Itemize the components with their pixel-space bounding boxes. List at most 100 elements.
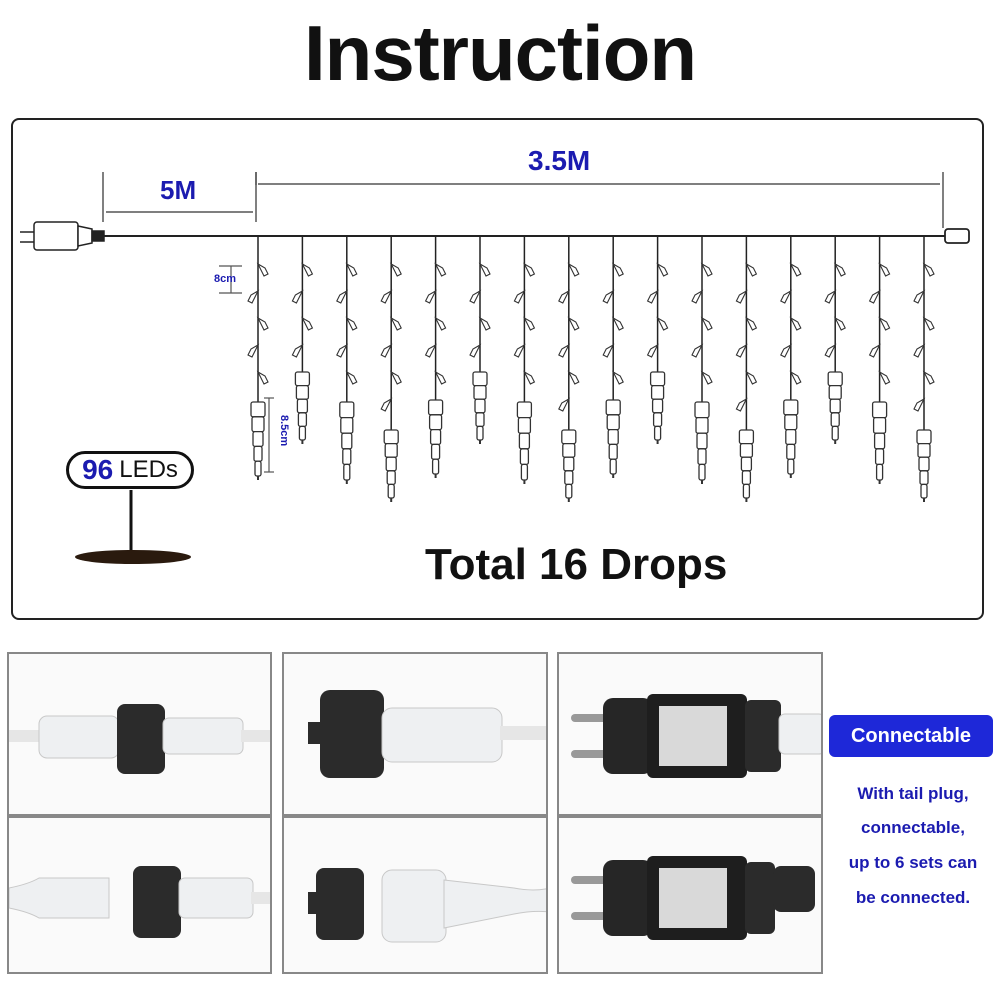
led bbox=[256, 316, 269, 331]
eu-plug-adapter-icon bbox=[571, 694, 821, 778]
icicle-segment bbox=[254, 460, 262, 477]
icicle-segment bbox=[520, 463, 529, 481]
drop bbox=[913, 236, 935, 502]
led bbox=[700, 370, 713, 385]
icicle-length-label: 8.5cm bbox=[278, 415, 290, 447]
led bbox=[913, 289, 926, 304]
led bbox=[345, 262, 358, 277]
icicle-segment bbox=[696, 432, 708, 450]
led bbox=[913, 343, 926, 358]
led-count-badge: 96 LEDs bbox=[66, 451, 194, 489]
icicle-segment bbox=[786, 443, 796, 460]
connectable-note-line-1: With tail plug, bbox=[857, 784, 969, 803]
icicle-segment bbox=[608, 443, 618, 460]
icicle-segment bbox=[740, 456, 753, 472]
led bbox=[656, 262, 669, 277]
led bbox=[646, 343, 659, 358]
icicle-segment bbox=[340, 416, 354, 434]
icicle-segment bbox=[383, 429, 399, 445]
connectable-badge: Connectable bbox=[829, 715, 993, 757]
drop bbox=[513, 236, 536, 484]
photo-connector-joined bbox=[7, 652, 272, 816]
icicle-segment bbox=[916, 429, 932, 445]
icicle-segment bbox=[384, 442, 398, 458]
led bbox=[789, 370, 802, 385]
led bbox=[336, 289, 349, 304]
led bbox=[247, 289, 260, 304]
diagram-frame bbox=[11, 118, 984, 620]
led bbox=[833, 316, 846, 331]
icicle-segment bbox=[783, 399, 799, 416]
drop bbox=[602, 236, 624, 478]
icicle-segment bbox=[386, 470, 396, 486]
icicle-segment bbox=[251, 416, 265, 433]
icicle-segment bbox=[605, 399, 621, 416]
icicle-segment bbox=[650, 384, 665, 400]
led bbox=[469, 343, 482, 358]
led bbox=[523, 370, 536, 385]
led bbox=[789, 262, 802, 277]
led bbox=[469, 289, 482, 304]
icicle-segment bbox=[565, 483, 573, 499]
drops bbox=[247, 236, 935, 502]
photo-eu-plug-adapter bbox=[557, 652, 823, 816]
led bbox=[567, 316, 580, 331]
drop bbox=[735, 236, 758, 502]
led bbox=[513, 289, 526, 304]
led bbox=[656, 316, 669, 331]
icicle-segment bbox=[698, 463, 706, 481]
led bbox=[389, 316, 402, 331]
led bbox=[735, 289, 748, 304]
led bbox=[611, 262, 624, 277]
icicle-segment bbox=[298, 425, 307, 441]
led bbox=[336, 343, 349, 358]
led bbox=[602, 343, 615, 358]
icicle-segment bbox=[339, 401, 355, 419]
drop bbox=[868, 236, 891, 484]
icicle-segment bbox=[517, 416, 532, 434]
icicle-segment bbox=[606, 414, 620, 431]
led bbox=[700, 262, 713, 277]
icicle-segment bbox=[787, 458, 795, 475]
led bbox=[878, 316, 891, 331]
connectable-note-line-2: connectable, bbox=[861, 818, 965, 837]
photo-eu-plug-adapter-with-cap bbox=[557, 816, 823, 974]
led bbox=[434, 370, 447, 385]
led bbox=[247, 343, 260, 358]
spacing-marker bbox=[219, 265, 242, 294]
icicle-diagram bbox=[20, 172, 970, 564]
icicle-segment bbox=[830, 412, 840, 428]
icicle-segment bbox=[387, 483, 395, 499]
icicle-segment bbox=[561, 429, 577, 445]
icicle-segment bbox=[739, 442, 754, 458]
led bbox=[478, 262, 491, 277]
led bbox=[567, 262, 580, 277]
drop-spacing-label: 8cm bbox=[214, 273, 237, 285]
led bbox=[434, 262, 447, 277]
plug-icon bbox=[20, 221, 105, 251]
led bbox=[380, 397, 393, 412]
icicle-segment bbox=[784, 414, 798, 431]
led bbox=[558, 343, 571, 358]
icicle-segment bbox=[609, 458, 617, 475]
icicle-segment bbox=[653, 425, 662, 441]
icicle-segment bbox=[342, 448, 352, 466]
tail-plug-icon bbox=[944, 228, 970, 244]
drop bbox=[558, 236, 580, 502]
led bbox=[789, 316, 802, 331]
led bbox=[780, 343, 793, 358]
led bbox=[878, 262, 891, 277]
icicle-segment bbox=[874, 448, 885, 466]
led bbox=[602, 289, 615, 304]
led bbox=[868, 289, 881, 304]
icicle-segment bbox=[474, 398, 486, 414]
led-count: 96 bbox=[82, 454, 114, 485]
led bbox=[922, 316, 935, 331]
icicle-segment bbox=[252, 430, 264, 448]
led bbox=[745, 316, 758, 331]
photo-connector-capped bbox=[282, 652, 548, 816]
drop bbox=[469, 236, 491, 444]
drop bbox=[291, 236, 314, 444]
led bbox=[567, 370, 580, 385]
led bbox=[424, 289, 437, 304]
